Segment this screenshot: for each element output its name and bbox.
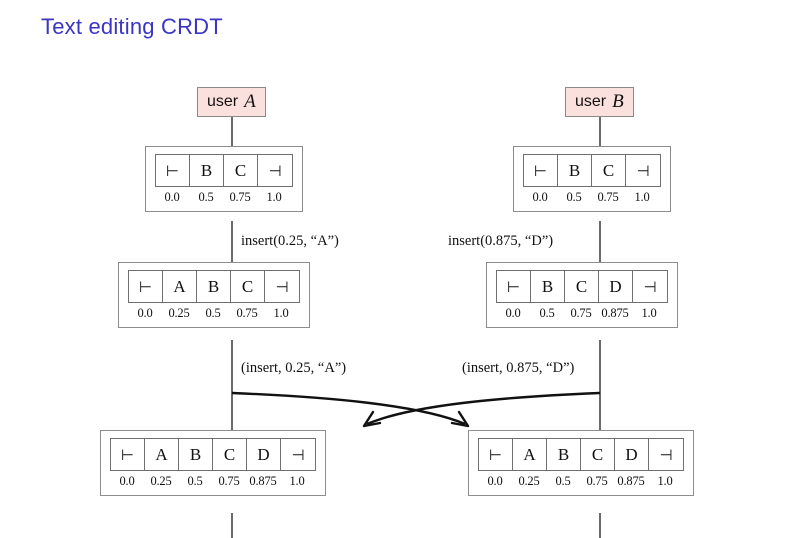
position-value: 0.875 [617, 474, 645, 488]
position-value: 0.875 [249, 474, 277, 488]
end-sentinel-icon: ⊣ [643, 277, 657, 296]
position-row: 0.0 0.5 0.75 1.0 [155, 190, 293, 205]
character-cell: C [224, 155, 258, 186]
position-value: 0.75 [229, 190, 251, 204]
start-sentinel-icon: ⊢ [497, 271, 531, 302]
position-row: 0.0 0.5 0.75 1.0 [523, 190, 661, 205]
end-sentinel-icon: ⊣ [268, 161, 282, 180]
user-header-b: user B [565, 87, 634, 117]
position-row: 0.0 0.25 0.5 0.75 1.0 [128, 306, 300, 321]
character-cell: B [558, 155, 592, 186]
character-cell: B [197, 271, 231, 302]
user-header-a: user A [197, 87, 266, 117]
user-label-word: user [207, 93, 239, 110]
start-sentinel-icon: ⊢ [111, 439, 145, 470]
character-cell: D [615, 439, 649, 470]
page-title: Text editing CRDT [41, 14, 223, 39]
position-value: 0.875 [601, 306, 629, 320]
character-cell: C [565, 271, 599, 302]
start-sentinel-icon: ⊢ [524, 155, 558, 186]
position-value: 0.5 [539, 306, 555, 320]
user-label-word: user [575, 93, 607, 110]
operation-label-a-local: insert(0.25, “A”) [241, 233, 339, 249]
position-value: 0.0 [505, 306, 521, 320]
position-value: 0.0 [119, 474, 135, 488]
position-value: 1.0 [266, 190, 282, 204]
end-sentinel-icon: ⊣ [636, 161, 650, 180]
position-value: 0.5 [566, 190, 582, 204]
message-arrow-b-to-a [362, 391, 601, 428]
character-cell: B [179, 439, 213, 470]
character-cell: B [547, 439, 581, 470]
position-value: 0.0 [164, 190, 180, 204]
position-value: 0.75 [218, 474, 240, 488]
position-row: 0.0 0.25 0.5 0.75 0.875 1.0 [478, 474, 684, 489]
character-cell: D [247, 439, 281, 470]
position-value: 0.75 [597, 190, 619, 204]
end-sentinel-icon: ⊣ [659, 445, 673, 464]
position-value: 0.0 [532, 190, 548, 204]
position-value: 0.75 [236, 306, 258, 320]
position-value: 0.0 [137, 306, 153, 320]
character-cell: B [190, 155, 224, 186]
character-cell: C [581, 439, 615, 470]
position-value: 1.0 [289, 474, 305, 488]
start-sentinel-icon: ⊢ [129, 271, 163, 302]
character-cell: C [213, 439, 247, 470]
position-row: 0.0 0.5 0.75 0.875 1.0 [496, 306, 668, 321]
character-cell: B [531, 271, 565, 302]
position-value: 1.0 [634, 190, 650, 204]
position-value: 1.0 [641, 306, 657, 320]
start-sentinel-icon: ⊢ [479, 439, 513, 470]
position-value: 0.25 [150, 474, 172, 488]
character-cell: D [599, 271, 633, 302]
position-value: 1.0 [657, 474, 673, 488]
character-cell: A [513, 439, 547, 470]
position-value: 1.0 [273, 306, 289, 320]
character-cell: A [145, 439, 179, 470]
start-sentinel-icon: ⊢ [156, 155, 190, 186]
position-value: 0.5 [198, 190, 214, 204]
message-label-a-to-b: (insert, 0.25, “A”) [241, 360, 347, 376]
message-label-b-to-a: (insert, 0.875, “D”) [462, 360, 575, 376]
user-label-name: B [612, 91, 624, 112]
end-sentinel-icon: ⊣ [275, 277, 289, 296]
message-arrow-a-to-b [231, 391, 470, 428]
position-value: 0.25 [168, 306, 190, 320]
position-value: 0.5 [205, 306, 221, 320]
operation-label-b-local: insert(0.875, “D”) [448, 233, 554, 249]
character-cell: C [592, 155, 626, 186]
position-value: 0.5 [555, 474, 571, 488]
position-row: 0.0 0.25 0.5 0.75 0.875 1.0 [110, 474, 316, 489]
user-label-name: A [244, 91, 256, 112]
position-value: 0.25 [518, 474, 540, 488]
end-sentinel-icon: ⊣ [291, 445, 305, 464]
character-cell: A [163, 271, 197, 302]
position-value: 0.0 [487, 474, 503, 488]
position-value: 0.75 [586, 474, 608, 488]
character-cell: C [231, 271, 265, 302]
position-value: 0.75 [570, 306, 592, 320]
position-value: 0.5 [187, 474, 203, 488]
